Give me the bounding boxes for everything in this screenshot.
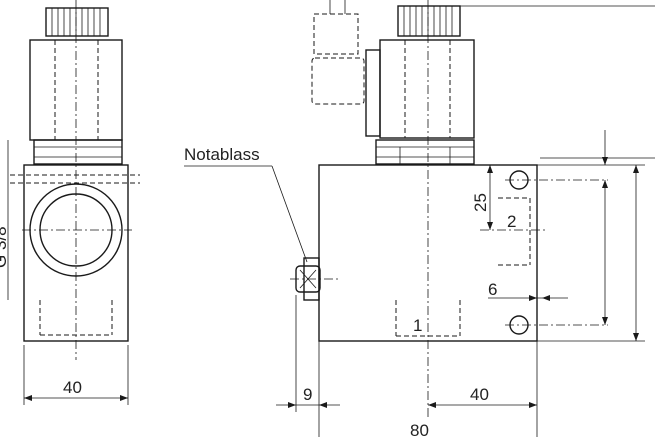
left-view: G 3/8 40 <box>0 0 140 405</box>
dim-40-bottom: 40 <box>470 385 489 404</box>
emergency-override-base <box>303 257 320 301</box>
dim-80: 80 <box>410 421 429 437</box>
connector-hidden-top <box>313 13 359 55</box>
right-coil-plug <box>365 49 381 137</box>
emergency-override-knob <box>295 265 321 293</box>
right-view: 2 1 Notablass 25 6 <box>184 0 655 437</box>
dim-left-thread: G 3/8 <box>0 226 10 268</box>
left-knob <box>45 7 109 37</box>
right-coil <box>379 39 475 139</box>
left-hex-nut <box>33 139 123 165</box>
callout-notablass: Notablass <box>184 145 260 164</box>
dim-9: 9 <box>303 385 312 404</box>
port-2-label: 2 <box>507 212 516 231</box>
dim-6-side: 6 <box>488 280 497 299</box>
port-1-label: 1 <box>413 316 422 335</box>
dim-left-width: 40 <box>63 378 82 397</box>
dim-25: 25 <box>471 193 490 212</box>
right-knob <box>397 5 461 37</box>
right-hex-nut <box>375 139 475 165</box>
connector-hidden-body <box>311 57 365 105</box>
